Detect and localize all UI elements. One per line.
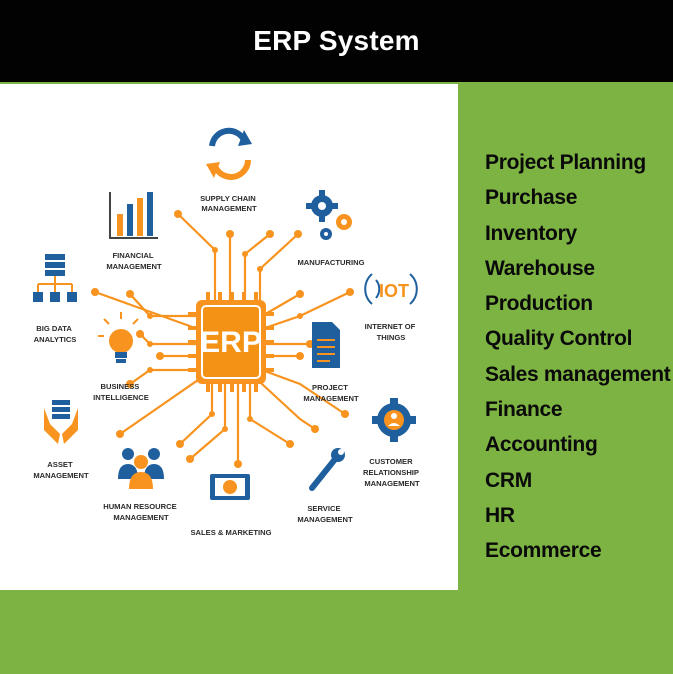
node-label-service: SERVICE MANAGEMENT [297, 504, 353, 524]
financial-chart-icon [109, 192, 158, 239]
human-resource-people-icon [118, 448, 164, 489]
header-bar: ERP System [0, 0, 673, 82]
node-label-manufacturing: MANUFACTURING [297, 258, 364, 267]
module-item: Accounting [485, 433, 598, 457]
supply-chain-icon [206, 127, 252, 180]
module-item: Sales management [485, 362, 671, 386]
page-title: ERP System [253, 25, 420, 56]
module-item: HR [485, 503, 515, 527]
module-item: Ecommerce [485, 539, 602, 563]
asset-hands-icon [44, 400, 78, 444]
manufacturing-gears-icon [306, 190, 352, 240]
lightbulb-icon [98, 312, 144, 363]
erp-module-list: Project Planning Purchase Inventory Ware… [485, 145, 671, 569]
module-item: Production [485, 292, 593, 316]
node-label-business-intelligence: BUSINESS INTELLIGENCE [93, 382, 149, 402]
node-label-iot: INTERNET OF THINGS [365, 322, 418, 342]
node-label-sales-marketing: SALES & MARKETING [190, 528, 271, 537]
wrench-icon [309, 448, 345, 491]
node-label-project: PROJECT MANAGEMENT [303, 383, 359, 403]
erp-hub: ERP [188, 292, 274, 392]
module-item: Project Planning [485, 151, 646, 174]
module-item: Purchase [485, 186, 578, 210]
node-label-asset: ASSET MANAGEMENT [33, 460, 89, 480]
money-bill-icon [210, 474, 250, 500]
iot-icon: IOT [364, 273, 418, 305]
iot-icon-text: IOT [379, 281, 409, 301]
node-label-crm: CUSTOMER RELATIONSHIP MANAGEMENT [363, 457, 421, 488]
module-item: Inventory [485, 221, 577, 245]
module-item: Warehouse [485, 256, 595, 280]
crm-gear-icon [372, 398, 416, 442]
module-item: Quality Control [485, 327, 633, 351]
node-label-human-resource: HUMAN RESOURCE MANAGEMENT [103, 502, 179, 522]
connector-dots [91, 210, 354, 468]
node-label-supply-chain: SUPPLY CHAIN MANAGEMENT [200, 194, 258, 213]
module-item: CRM [485, 468, 532, 492]
big-data-server-icon [33, 254, 77, 302]
node-label-big-data: BIG DATA ANALYTICS [34, 324, 77, 344]
erp-hub-label: ERP [200, 326, 262, 359]
erp-diagram: ERP SUPPLY CHAIN MANAGEMENT [33, 127, 421, 537]
module-item: Finance [485, 398, 563, 422]
document-icon [312, 322, 340, 368]
erp-diagram-panel: ERP SUPPLY CHAIN MANAGEMENT [0, 84, 458, 590]
node-label-financial: FINANCIAL MANAGEMENT [106, 251, 162, 271]
